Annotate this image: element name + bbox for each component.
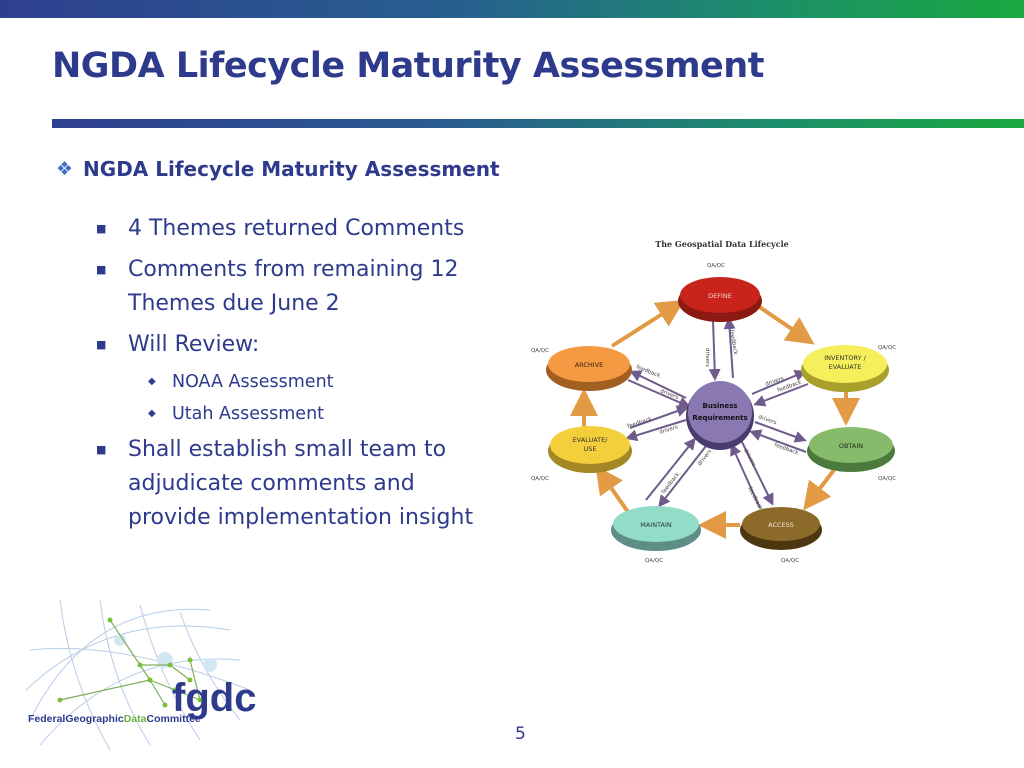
sub-list-item: ◆ NOAA Assessment bbox=[148, 369, 476, 395]
node-define-label: DEFINE bbox=[708, 292, 732, 300]
slide-title: NGDA Lifecycle Maturity Assessment bbox=[52, 46, 764, 86]
drivers-label: drivers bbox=[659, 424, 679, 436]
node-access-label: ACCESS bbox=[768, 521, 794, 529]
list-item-text: Comments from remaining 12 Themes due Ju… bbox=[128, 257, 459, 316]
center-business-requirements: Business Requirements bbox=[686, 381, 754, 450]
list-item: ■ Comments from remaining 12 Themes due … bbox=[96, 253, 476, 321]
feedback-label: feedback bbox=[746, 486, 764, 512]
globe-grid-icon bbox=[25, 599, 251, 751]
center-label-1: Business bbox=[703, 402, 738, 410]
node-inventory: INVENTORY / EVALUATE bbox=[801, 345, 889, 392]
square-bullet-icon: ■ bbox=[96, 443, 107, 456]
feedback-label: feedback bbox=[627, 416, 654, 430]
diagram-title: The Geospatial Data Lifecycle bbox=[655, 239, 788, 249]
qa-label: QA/QC bbox=[645, 558, 663, 564]
section-heading: ❖ NGDA Lifecycle Maturity Assessment bbox=[56, 157, 500, 181]
four-diamond-bullet-icon: ❖ bbox=[56, 158, 74, 180]
list-item: ■ Shall establish small team to adjudica… bbox=[96, 433, 476, 535]
list-item: ■ Will Review: bbox=[96, 328, 476, 362]
page-number: 5 bbox=[515, 724, 526, 744]
drivers-label: drivers bbox=[697, 448, 714, 467]
qa-label: QA/QC bbox=[707, 263, 725, 269]
fgdc-logo: fgdc FederalGeographicDataCommittee bbox=[25, 599, 256, 751]
sub-list-item-text: NOAA Assessment bbox=[172, 372, 334, 392]
drivers-label: drivers bbox=[704, 348, 710, 367]
feedback-label: feedback bbox=[635, 364, 661, 379]
node-inventory-label-2: EVALUATE bbox=[829, 363, 862, 371]
node-obtain: OBTAIN bbox=[807, 427, 895, 472]
section-heading-text: NGDA Lifecycle Maturity Assessment bbox=[83, 157, 500, 181]
cycle-arrows bbox=[570, 299, 860, 539]
lifecycle-diagram: The Geospatial Data Lifecycle drivers fe… bbox=[531, 239, 896, 564]
node-obtain-label: OBTAIN bbox=[839, 442, 863, 450]
node-evaluate-label-1: EVALUATE/ bbox=[573, 436, 609, 444]
fgdc-logo-text: fgdc bbox=[172, 676, 256, 720]
center-label-2: Requirements bbox=[692, 414, 747, 422]
drivers-label: drivers bbox=[742, 448, 756, 468]
node-archive: ARCHIVE bbox=[546, 346, 632, 391]
node-maintain-label: MAINTAIN bbox=[640, 521, 672, 529]
list-item-text: 4 Themes returned Comments bbox=[128, 216, 465, 241]
list-item: ■ 4 Themes returned Comments bbox=[96, 212, 476, 246]
diamond-bullet-icon: ◆ bbox=[148, 376, 156, 387]
square-bullet-icon: ■ bbox=[96, 222, 107, 235]
node-maintain: MAINTAIN bbox=[611, 506, 701, 551]
square-bullet-icon: ■ bbox=[96, 338, 107, 351]
list-item-text: Will Review: bbox=[128, 332, 260, 357]
square-bullet-icon: ■ bbox=[96, 263, 107, 276]
node-archive-label: ARCHIVE bbox=[575, 361, 604, 369]
qa-label: QA/QC bbox=[781, 558, 799, 564]
top-gradient-bar bbox=[0, 0, 1024, 18]
committee-name: FederalGeographicDataCommittee bbox=[28, 713, 201, 725]
qa-label: QA/QC bbox=[531, 348, 549, 354]
list-item-text: Shall establish small team to adjudicate… bbox=[128, 437, 474, 530]
qa-label: QA/QC bbox=[878, 345, 896, 351]
qa-label: QA/QC bbox=[878, 476, 896, 482]
network-lines bbox=[59, 619, 201, 706]
node-access: ACCESS bbox=[740, 507, 822, 550]
spoke-arrows bbox=[625, 317, 809, 509]
sub-list-item: ◆ Utah Assessment bbox=[148, 401, 476, 427]
node-evaluate-use: EVALUATE/ USE bbox=[548, 426, 632, 473]
node-evaluate-label-2: USE bbox=[584, 445, 597, 453]
feedback-label: feedback bbox=[728, 329, 738, 356]
sub-list-item-text: Utah Assessment bbox=[172, 404, 325, 424]
qa-label: QA/QC bbox=[531, 476, 549, 482]
diamond-bullet-icon: ◆ bbox=[148, 408, 156, 419]
node-define: DEFINE bbox=[678, 277, 762, 322]
bullet-list: ■ 4 Themes returned Comments ■ Comments … bbox=[96, 212, 476, 542]
title-divider bbox=[52, 119, 1024, 128]
node-inventory-label-1: INVENTORY / bbox=[824, 354, 866, 362]
